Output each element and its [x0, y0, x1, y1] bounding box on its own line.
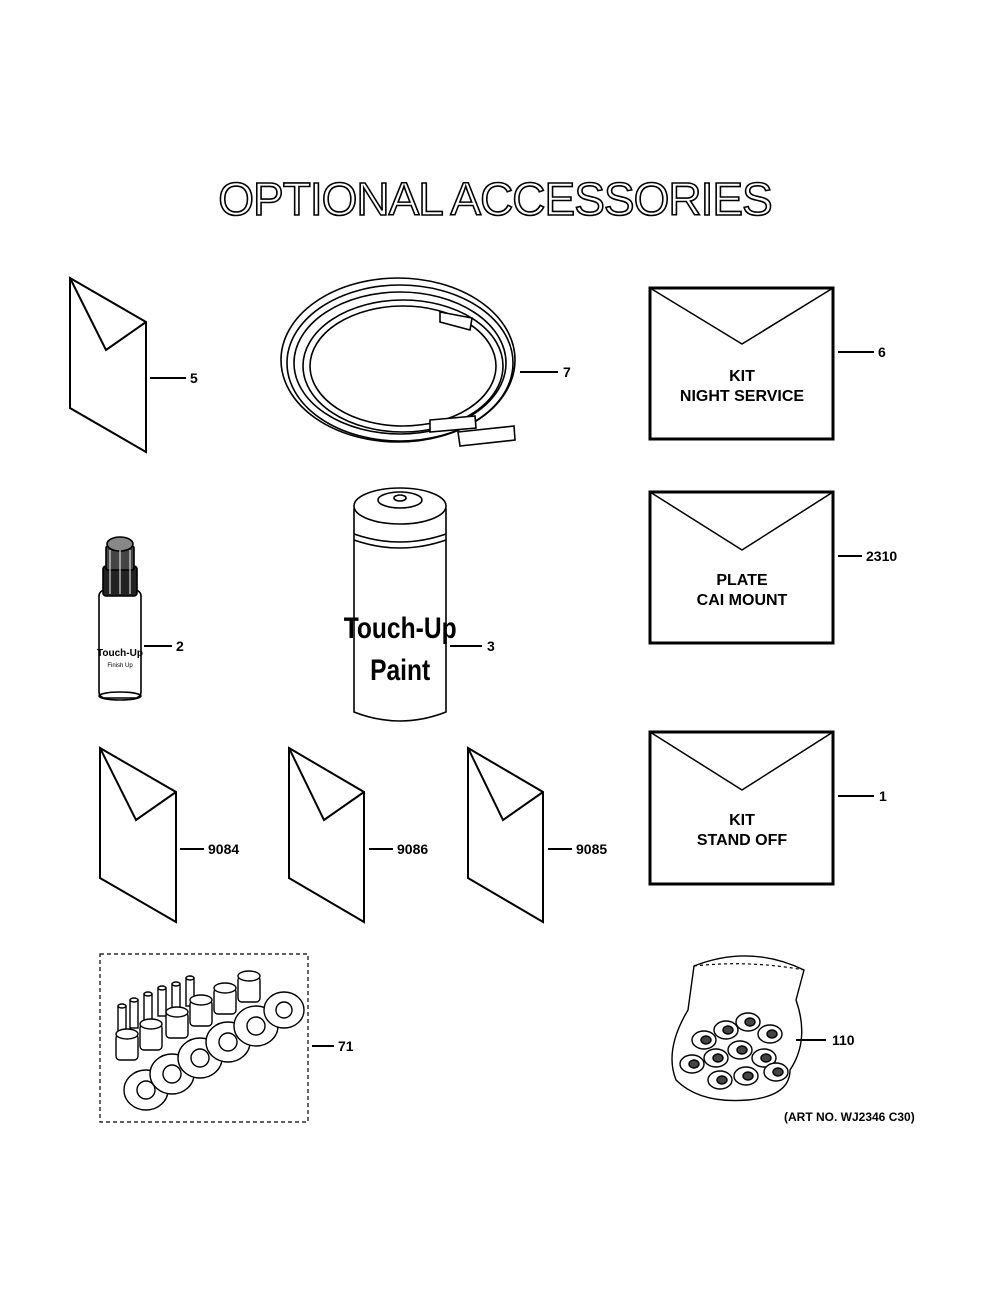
callout-9085: 9085 — [576, 841, 608, 857]
callout-2310: 2310 — [866, 548, 898, 564]
bulletin-9085-icon — [467, 746, 544, 924]
standoff-envelope-icon — [648, 730, 835, 886]
kit-stand-off-label: KIT STAND OFF — [650, 811, 834, 851]
callout-6: 6 — [878, 344, 886, 360]
callout-1: 1 — [879, 788, 887, 804]
kit-stand-off-line1: KIT — [729, 812, 755, 829]
bulletin-9084-icon — [99, 746, 177, 924]
paint-pen-label-line2: Finish Up — [107, 663, 133, 669]
callout-7: 7 — [563, 364, 571, 380]
tubing-coil-icon — [280, 277, 516, 447]
kit-night-service-line1: KIT — [729, 368, 755, 385]
manual-envelope-icon — [69, 276, 147, 454]
callout-110: 110 — [832, 1032, 855, 1048]
paint-pen-label-line1: Touch-Up — [97, 648, 143, 659]
kit-night-service-line2: NIGHT SERVICE — [679, 388, 805, 405]
callout-2: 2 — [176, 638, 184, 654]
kit-envelope-icon — [648, 286, 835, 441]
kit-stand-off-line2: STAND OFF — [696, 832, 788, 849]
hardware-kit-icon — [99, 953, 309, 1123]
bulletin-9086-icon — [288, 746, 365, 924]
diagram-title: OPTIONAL ACCESSORIES — [217, 172, 773, 226]
plate-envelope-icon — [648, 490, 835, 645]
callout-3: 3 — [487, 638, 495, 654]
kit-night-service-label: KIT NIGHT SERVICE — [650, 367, 834, 407]
paint-can-label-line2: Paint — [370, 653, 430, 687]
spray-can-icon — [353, 487, 447, 722]
fastener-bag-icon — [671, 955, 805, 1102]
callout-71: 71 — [338, 1038, 354, 1054]
plate-cai-mount-label: PLATE CAI MOUNT — [650, 571, 834, 611]
callout-9084: 9084 — [208, 841, 240, 857]
paint-can-label-line1: Touch-Up — [344, 611, 457, 645]
callout-9086: 9086 — [397, 841, 429, 857]
plate-cai-mount-line1: PLATE — [716, 572, 768, 589]
callout-5: 5 — [190, 370, 198, 386]
art-number: (ART NO. WJ2346 C30) — [784, 1110, 915, 1124]
paint-pen-icon — [98, 536, 142, 701]
plate-cai-mount-line2: CAI MOUNT — [696, 592, 788, 609]
